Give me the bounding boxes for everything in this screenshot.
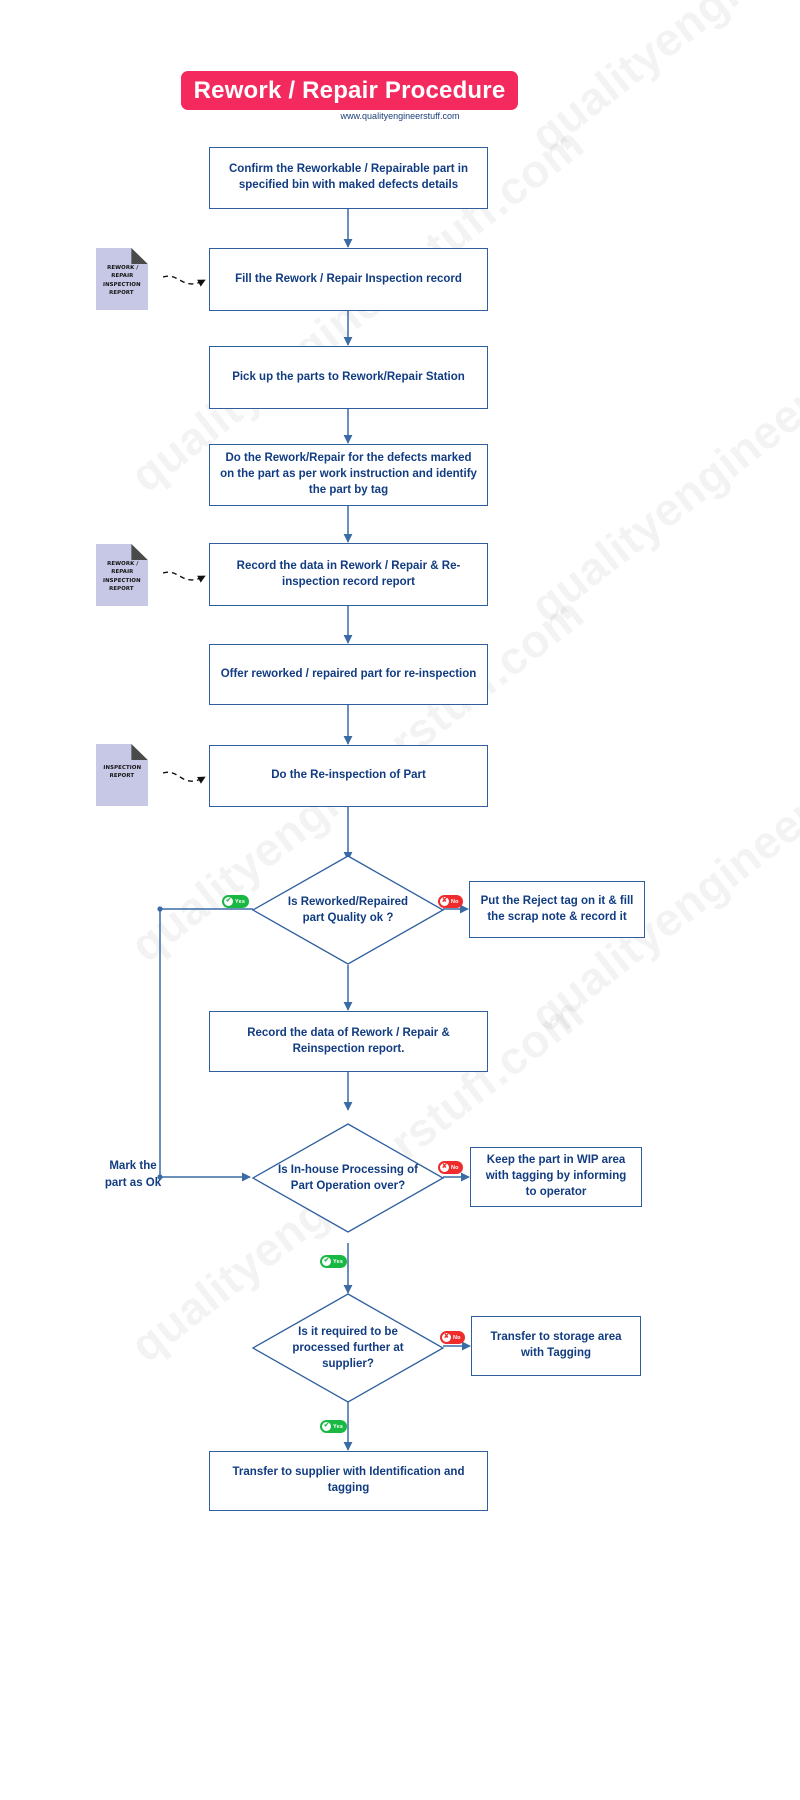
- side-note-mark-part-ok: Mark the part as Ok: [104, 1160, 162, 1189]
- branch-pill-no-inhouse-over: ✘ No: [438, 1161, 463, 1174]
- decision-inhouse-over[interactable]: Is In-house Processing of Part Operation…: [251, 1122, 445, 1234]
- document-label-line: INSPECTION: [103, 765, 142, 771]
- process-box-do-reinspection[interactable]: Do the Re-inspection of Part: [209, 745, 488, 807]
- document-label-line: REPORT: [108, 290, 134, 297]
- branch-pill-yes-supplier-further: ✔ Yes: [320, 1420, 348, 1433]
- branch-pill-no-supplier-further: ✘ No: [440, 1331, 465, 1344]
- outcome-box-keep-wip[interactable]: Keep the part in WIP area with tagging b…: [470, 1147, 642, 1207]
- process-label: Record the data in Rework / Repair & Re-…: [236, 559, 461, 588]
- process-box-pick-up-parts[interactable]: Pick up the parts to Rework/Repair Stati…: [209, 346, 488, 409]
- outcome-box-transfer-store[interactable]: Transfer to storage area with Tagging: [471, 1316, 641, 1376]
- outcome-label: Put the Reject tag on it & fill the scra…: [480, 894, 634, 923]
- cross-icon: ✘: [442, 1333, 451, 1342]
- rail-junction-dot: [157, 1174, 163, 1180]
- process-label: Fill the Rework / Repair Inspection reco…: [235, 272, 462, 285]
- process-label: Do the Rework/Repair for the defects mar…: [220, 452, 477, 496]
- site-subtitle: www.qualityengineerstuff.com: [340, 111, 460, 121]
- outcome-box-reject-tag[interactable]: Put the Reject tag on it & fill the scra…: [469, 881, 645, 938]
- document-icon-rework-inspection-report[interactable]: REWORK / REPAIR INSPECTION REPORT: [96, 248, 148, 310]
- diamond-shape: [251, 1293, 445, 1403]
- page-title-banner: Rework / Repair Procedure: [181, 71, 518, 110]
- branch-label: No: [453, 1334, 461, 1341]
- process-box-transfer-supplier[interactable]: Transfer to supplier with Identification…: [209, 1451, 488, 1511]
- process-box-record-data[interactable]: Record the data in Rework / Repair & Re-…: [209, 543, 488, 606]
- branch-label: No: [451, 1164, 459, 1171]
- cross-icon: ✘: [440, 897, 449, 906]
- decision-quality-ok[interactable]: Is Reworked/Repaired part Quality ok ?: [251, 854, 445, 966]
- document-label: INSPECTION REPORT: [98, 764, 147, 781]
- branch-pill-no-quality-ok: ✘ No: [438, 895, 463, 908]
- process-box-record-rework-data[interactable]: Record the data of Rework / Repair & Rei…: [209, 1011, 488, 1072]
- outcome-label: Transfer to storage area with Tagging: [490, 1331, 622, 1359]
- document-label: REWORK / REPAIR INSPECTION REPORT: [97, 264, 147, 298]
- branch-label: Yes: [333, 1258, 344, 1265]
- diamond-shape: [251, 1123, 445, 1233]
- document-label-line: INSPECTION: [102, 281, 141, 288]
- process-label: Do the Re-inspection of Part: [271, 769, 426, 782]
- process-label: Pick up the parts to Rework/Repair Stati…: [232, 370, 465, 383]
- branch-pill-yes-inhouse-over: ✔ Yes: [320, 1255, 348, 1268]
- process-box-confirm-part[interactable]: Confirm the Reworkable / Repairable part…: [209, 147, 488, 209]
- diamond-shape: [251, 855, 445, 965]
- check-icon: ✔: [322, 1257, 331, 1266]
- check-icon: ✔: [322, 1422, 331, 1431]
- document-label-line: REWORK /: [106, 265, 139, 271]
- branch-label: No: [451, 898, 459, 905]
- process-label: Transfer to supplier with Identification…: [232, 1466, 465, 1494]
- cross-icon: ✘: [440, 1163, 449, 1172]
- document-label-line: REWORK /: [106, 561, 139, 567]
- document-label-line: REPAIR: [110, 273, 134, 280]
- rail-junction-dot: [157, 906, 163, 912]
- document-label: REWORK / REPAIR INSPECTION REPORT: [97, 560, 147, 594]
- document-label-line: REPORT: [109, 773, 135, 780]
- decision-supplier-further[interactable]: Is it required to be processed further a…: [251, 1292, 445, 1404]
- check-icon: ✔: [224, 897, 233, 906]
- document-label-line: REPAIR: [110, 569, 134, 576]
- document-label-line: REPORT: [108, 586, 134, 593]
- process-box-fill-record[interactable]: Fill the Rework / Repair Inspection reco…: [209, 248, 488, 311]
- branch-label: Yes: [333, 1423, 344, 1430]
- process-label: Record the data of Rework / Repair & Rei…: [247, 1026, 450, 1055]
- page-title: Rework / Repair Procedure: [193, 76, 506, 104]
- outcome-label: Keep the part in WIP area with tagging b…: [485, 1154, 627, 1198]
- branch-label: Yes: [235, 898, 246, 905]
- document-icon-rework-inspection-report[interactable]: REWORK / REPAIR INSPECTION REPORT: [96, 544, 148, 606]
- process-label: Offer reworked / repaired part for re-in…: [220, 667, 477, 680]
- document-icon-inspection-report[interactable]: INSPECTION REPORT: [96, 744, 148, 806]
- process-box-offer-reinspection[interactable]: Offer reworked / repaired part for re-in…: [209, 644, 488, 705]
- process-label: Confirm the Reworkable / Repairable part…: [229, 163, 468, 191]
- document-label-line: INSPECTION: [102, 577, 141, 584]
- branch-pill-yes-quality-ok: ✔ Yes: [222, 895, 250, 908]
- process-box-do-rework[interactable]: Do the Rework/Repair for the defects mar…: [209, 444, 488, 506]
